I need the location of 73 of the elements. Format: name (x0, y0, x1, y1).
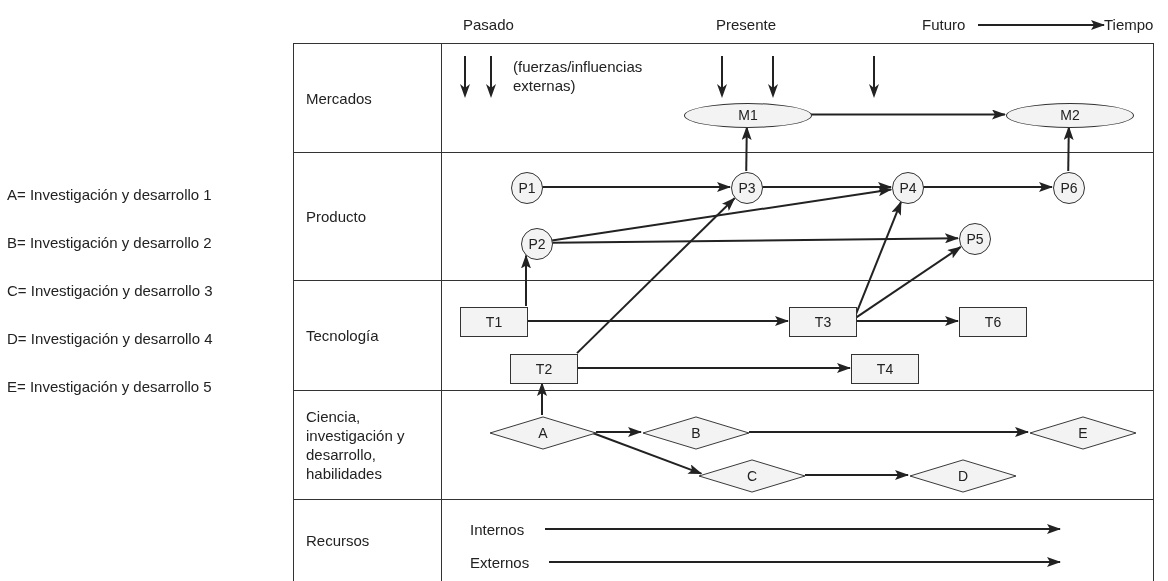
legend-text: A= Investigación y desarrollo 1 (7, 185, 213, 204)
node-label: P6 (1060, 178, 1078, 198)
note-text: (fuerzas/influencias externas) (513, 57, 644, 95)
arrow (855, 245, 962, 319)
technology-box (460, 307, 528, 337)
swimlane-row (293, 152, 1154, 280)
research-diamond (698, 459, 806, 493)
node-label: C (746, 466, 758, 486)
arrow (548, 557, 1061, 567)
node-label: P3 (738, 178, 756, 198)
arrow (1063, 126, 1074, 172)
research-diamond (909, 459, 1017, 493)
arrow (541, 182, 731, 192)
node-label: T4 (876, 359, 894, 379)
technology-box (789, 307, 857, 337)
arrow (544, 524, 1061, 534)
lane-label: Internos (470, 519, 525, 540)
arrow (855, 200, 903, 315)
legend-text: E= Investigación y desarrollo 5 (7, 377, 213, 396)
legend-text: C= Investigación y desarrollo 3 (7, 281, 214, 300)
arrow (591, 432, 703, 475)
swimlane-row (293, 390, 1154, 499)
lane-label: Tiempo (1104, 14, 1154, 35)
technology-box (510, 354, 578, 384)
arrow (810, 109, 1006, 120)
row-label: Recursos (306, 531, 370, 550)
research-diamond (489, 416, 597, 450)
row-label: Tecnología (306, 326, 379, 345)
research-diamond (642, 416, 750, 450)
swimlane-row (293, 280, 1154, 390)
arrow (526, 316, 789, 326)
node-label: D (957, 466, 969, 486)
arrow (804, 470, 909, 480)
row-label: Ciencia, investigación y desarrollo, habilidades (306, 407, 406, 483)
timeline-label: Presente (716, 15, 778, 34)
technology-box (959, 307, 1027, 337)
arrow (922, 182, 1053, 192)
node-label: M2 (1060, 106, 1080, 125)
node-label: E (1078, 423, 1088, 443)
arrow (576, 363, 851, 373)
arrow (576, 197, 736, 355)
arrow (521, 254, 531, 307)
node-label: P4 (899, 178, 917, 198)
node-label: B (691, 423, 701, 443)
arrow (550, 186, 893, 242)
swimlane-row (293, 43, 1154, 152)
research-diamond (1029, 416, 1137, 450)
arrow (977, 20, 1105, 30)
node-label: P5 (966, 229, 984, 249)
arrow (761, 182, 892, 192)
row-label: Mercados (306, 88, 372, 108)
node-label: P2 (528, 234, 546, 254)
node-label: A (538, 423, 548, 443)
arrow (748, 427, 1029, 437)
node-label: T6 (984, 312, 1002, 332)
lane-label: Futuro (922, 14, 966, 35)
arrow (551, 233, 959, 244)
legend-text: B= Investigación y desarrollo 2 (7, 233, 213, 252)
node-label: T3 (814, 312, 832, 332)
technology-box (851, 354, 919, 384)
timeline-label: Pasado (463, 15, 515, 34)
node-label: M1 (738, 106, 758, 125)
lane-label: Externos (470, 552, 530, 573)
arrow (741, 126, 752, 172)
arrow (537, 382, 547, 416)
node-label: T2 (535, 359, 553, 379)
swimlane-row (293, 499, 1154, 581)
arrow (855, 316, 959, 326)
row-label: Producto (306, 207, 367, 226)
legend-text: D= Investigación y desarrollo 4 (7, 329, 214, 348)
node-label: T1 (485, 312, 503, 332)
arrow (595, 427, 642, 437)
node-label: P1 (518, 178, 536, 198)
